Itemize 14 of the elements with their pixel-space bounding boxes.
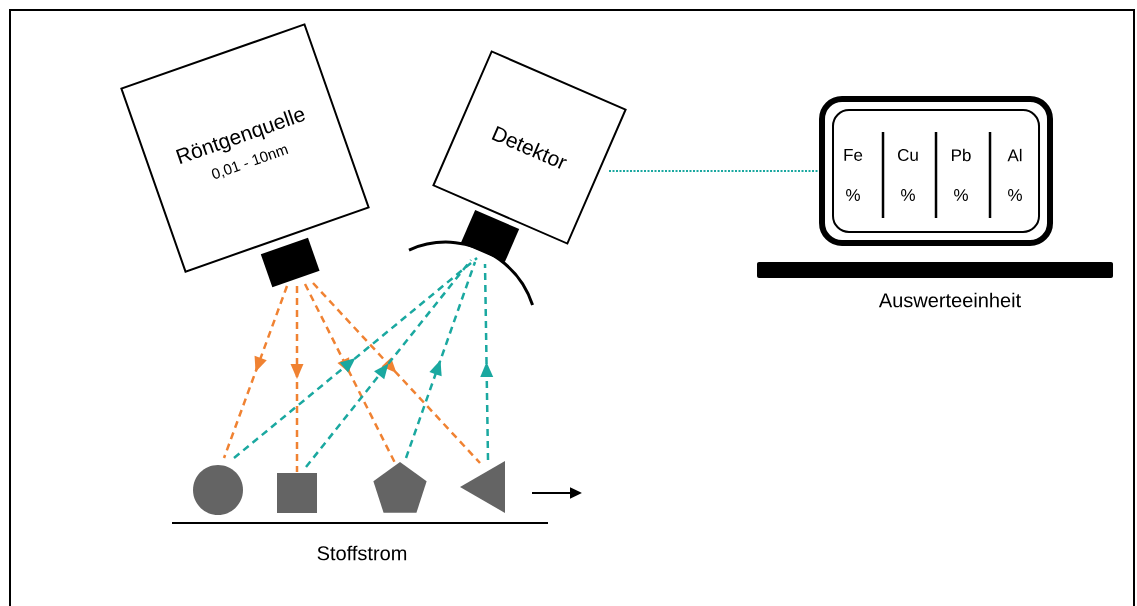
arrow (305, 259, 472, 468)
particle (277, 473, 317, 513)
particle (193, 465, 243, 515)
particle (373, 462, 427, 513)
particle (460, 461, 505, 513)
arrow (312, 282, 481, 464)
arrow (480, 264, 494, 461)
caption: Stoffstrom (317, 545, 407, 561)
arrow (233, 257, 478, 459)
monitor: Fe % Cu % Pb % Al % (757, 96, 1113, 278)
arrow (404, 261, 477, 459)
arrow (222, 285, 289, 459)
arrow (290, 286, 304, 472)
unit-label: Auswerteeinheit (878, 292, 1021, 308)
